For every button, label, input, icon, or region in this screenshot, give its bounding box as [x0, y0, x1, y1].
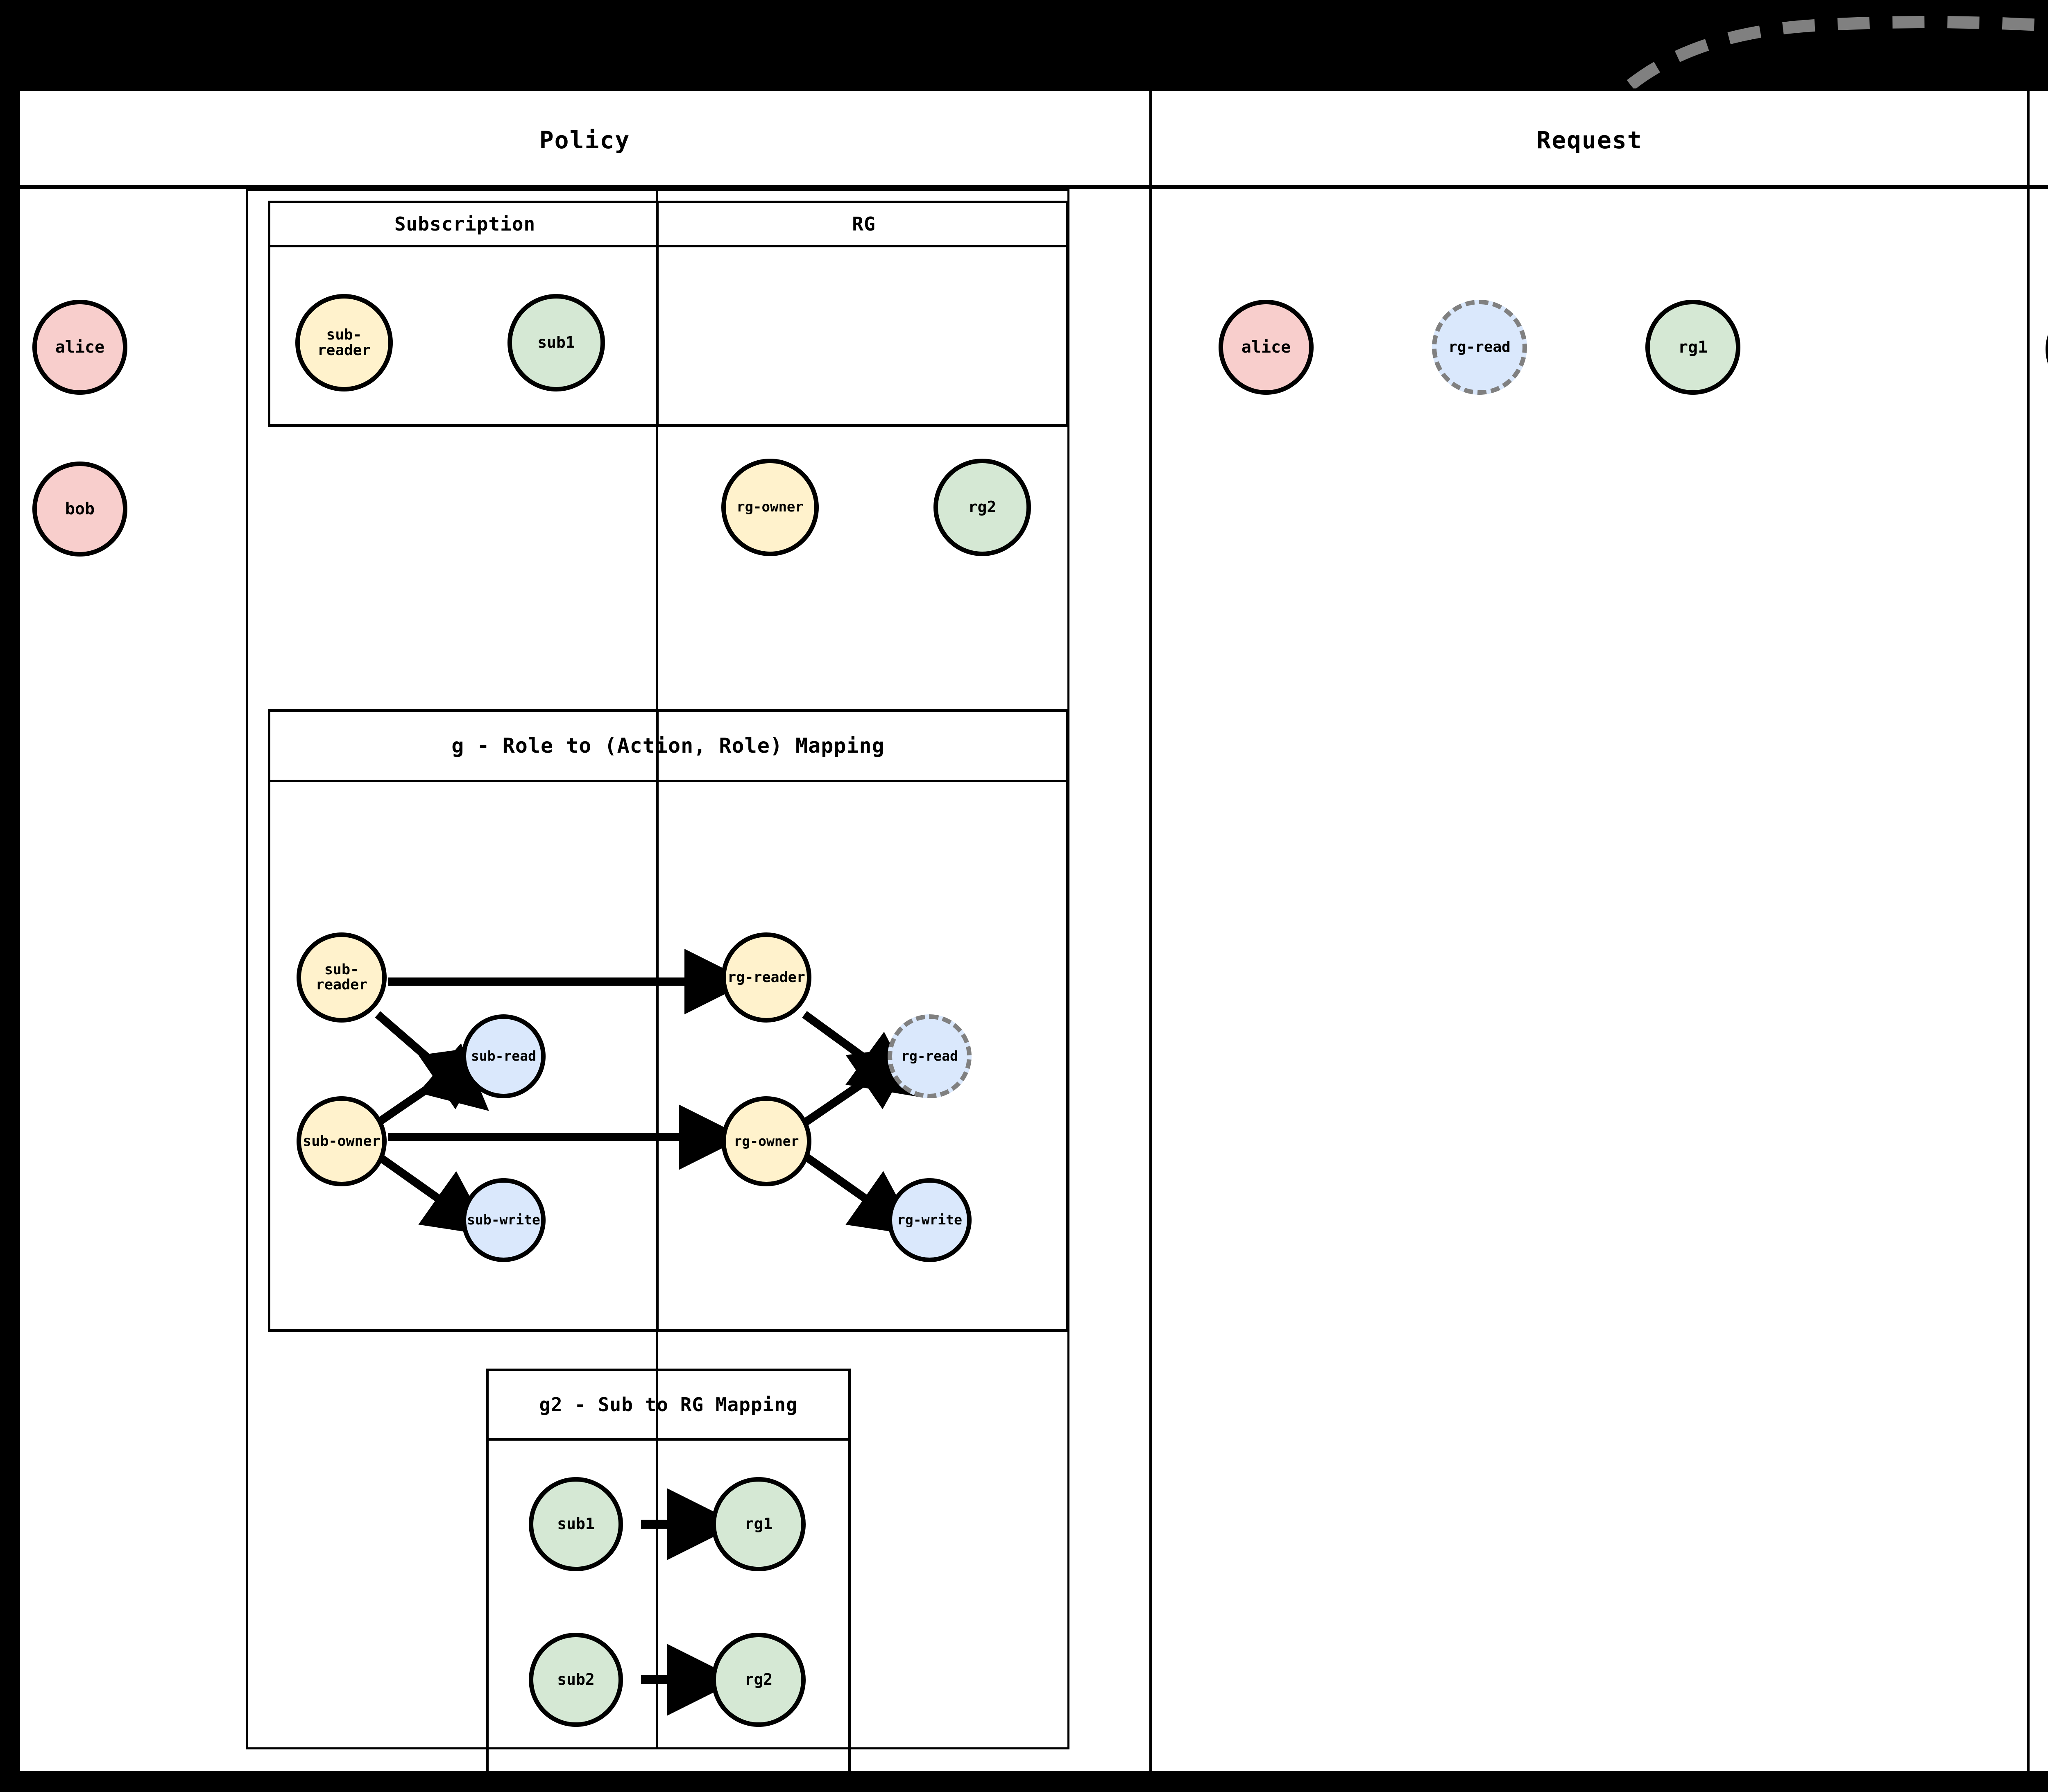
g-node-rg-read[interactable]: rg-read: [888, 1014, 972, 1098]
subscription-rg-table: Subscription RG: [268, 201, 1068, 427]
node-label: sub-owner: [303, 1133, 381, 1149]
g-node-rg-owner[interactable]: rg-owner: [721, 1096, 811, 1186]
subscription-rg-split: [657, 203, 659, 424]
node-label: rg-owner: [734, 1133, 799, 1149]
node-label: rg2: [968, 498, 997, 516]
node-label: rg2: [744, 1670, 773, 1689]
policy-user-bob[interactable]: bob: [32, 462, 127, 557]
g2-node-rg2[interactable]: rg2: [711, 1633, 806, 1727]
node-label: sub-write: [467, 1212, 540, 1228]
header-subscription: Subscription: [394, 213, 536, 235]
g-node-rg-write[interactable]: rg-write: [888, 1178, 972, 1262]
matching-sublabel-sub: r.sub == p.sub: [2027, 462, 2048, 476]
g-node-sub-reader[interactable]: sub-reader: [297, 932, 387, 1023]
diagram-frame: Policy Request Matching alice bob Subscr…: [18, 88, 2048, 1792]
divider-request-matching: [2027, 91, 2030, 1771]
panel-title-request: Request: [1536, 126, 1642, 154]
g-node-sub-write[interactable]: sub-write: [462, 1178, 546, 1262]
header-rg: RG: [852, 213, 876, 235]
request-node-alice[interactable]: alice: [1219, 300, 1314, 395]
node-label: alice: [55, 338, 105, 357]
node-label: sub-reader: [315, 962, 368, 993]
g2-mapping-title: g2 - Sub to RG Mapping: [489, 1371, 848, 1441]
policy-user-alice[interactable]: alice: [32, 300, 127, 395]
divider-policy-request: [1149, 91, 1152, 1771]
node-label: rg-read: [1448, 339, 1511, 356]
node-label: rg-write: [897, 1212, 962, 1228]
request-node-rg1[interactable]: rg1: [1645, 300, 1740, 395]
g2-node-sub1[interactable]: sub1: [529, 1477, 623, 1571]
node-label: sub1: [557, 1515, 595, 1533]
g2-node-rg1[interactable]: rg1: [711, 1477, 806, 1571]
panel-title-policy: Policy: [539, 126, 630, 154]
policy-node-rg-owner[interactable]: rg-owner: [721, 459, 819, 556]
request-node-rg-read[interactable]: rg-read: [1432, 300, 1527, 395]
node-label: sub-reader: [317, 326, 371, 359]
node-label: alice: [1241, 338, 1291, 357]
policy-node-sub1[interactable]: sub1: [507, 294, 605, 391]
matching-node-alice-policy[interactable]: alice: [2046, 304, 2048, 395]
g-node-sub-read[interactable]: sub-read: [462, 1014, 546, 1098]
g-node-sub-owner[interactable]: sub-owner: [297, 1096, 387, 1186]
node-label: rg-reader: [727, 969, 805, 986]
panel-header-band: Policy Request Matching: [20, 91, 2048, 189]
policy-node-rg2[interactable]: rg2: [933, 459, 1031, 556]
node-label: rg-owner: [736, 499, 804, 516]
g-mapping-table: g - Role to (Action, Role) Mapping: [268, 709, 1068, 1332]
node-label: sub1: [537, 333, 575, 352]
g-mapping-title: g - Role to (Action, Role) Mapping: [270, 712, 1066, 782]
node-label: rg1: [744, 1515, 773, 1533]
policy-node-sub-reader[interactable]: sub-reader: [295, 294, 393, 391]
g-mapping-split: [657, 712, 659, 1329]
panel-title-matching: Matching: [2030, 91, 2048, 189]
node-label: rg1: [1678, 338, 1708, 357]
node-label: sub-read: [471, 1048, 536, 1064]
g-node-rg-reader[interactable]: rg-reader: [721, 932, 811, 1023]
g2-mapping-table: g2 - Sub to RG Mapping: [486, 1369, 851, 1792]
node-label: bob: [65, 500, 95, 518]
g2-node-sub2[interactable]: sub2: [529, 1633, 623, 1727]
node-label: sub2: [557, 1670, 595, 1689]
node-label: rg-read: [901, 1048, 958, 1064]
subscription-rg-header-row: Subscription RG: [270, 203, 1066, 247]
